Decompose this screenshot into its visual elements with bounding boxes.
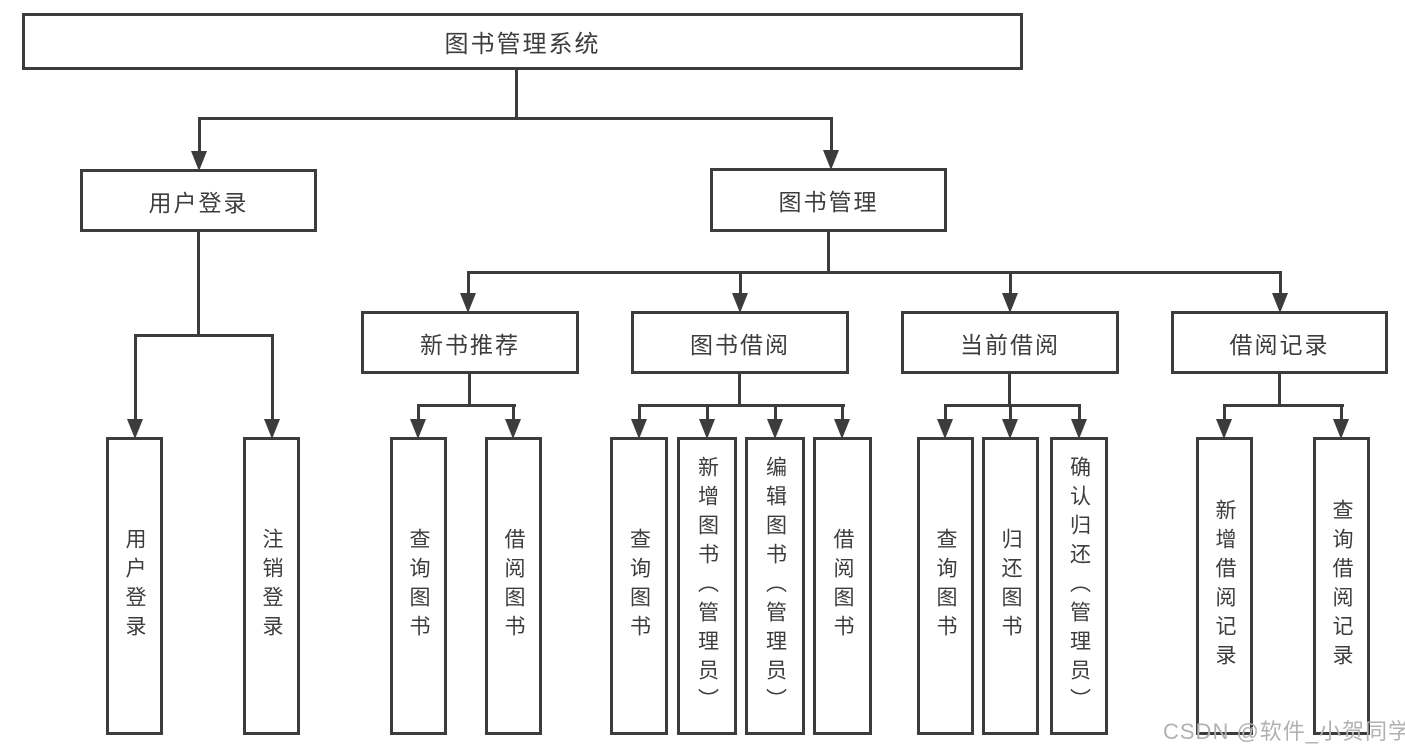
- connector-line: [1077, 404, 1081, 421]
- leaf-query-books-recommend: 查询图书: [390, 437, 447, 735]
- connector-line: [943, 404, 1081, 407]
- connector-line: [1222, 404, 1344, 407]
- leaf-label: 查询图书: [407, 528, 431, 644]
- arrow-down-icon: [834, 419, 850, 439]
- arrow-down-icon: [823, 150, 839, 170]
- leaf-label: 借阅图书: [831, 528, 855, 644]
- connector-line: [416, 404, 420, 421]
- connector-line: [466, 271, 470, 295]
- node-borrowing-records: 借阅记录: [1171, 311, 1388, 374]
- connector-line: [270, 334, 274, 421]
- node-current-borrowing: 当前借阅: [901, 311, 1119, 374]
- connector-line: [1278, 271, 1282, 295]
- node-label: 图书管理系统: [444, 31, 601, 58]
- arrow-down-icon: [699, 419, 715, 439]
- leaf-borrow-books-borrowing: 借阅图书: [813, 437, 872, 735]
- leaf-label: 编辑图书（管理员）: [763, 455, 787, 717]
- leaf-label: 用户登录: [123, 528, 147, 644]
- connector-line: [133, 334, 137, 421]
- node-library-management-system: 图书管理系统: [22, 13, 1023, 70]
- arrow-down-icon: [1216, 419, 1232, 439]
- connector-line: [773, 404, 777, 421]
- arrow-down-icon: [264, 419, 280, 439]
- node-user-login: 用户登录: [80, 169, 317, 232]
- connector-line: [1277, 372, 1281, 407]
- connector-line: [1222, 404, 1226, 421]
- connector-line: [467, 372, 471, 407]
- leaf-label: 借阅图书: [502, 528, 526, 644]
- connector-line: [705, 404, 709, 421]
- leaf-query-books-borrowing: 查询图书: [610, 437, 668, 735]
- node-label: 新书推荐: [420, 331, 520, 358]
- node-label: 图书借阅: [690, 331, 790, 358]
- connector-line: [196, 230, 200, 337]
- node-label: 当前借阅: [960, 331, 1060, 358]
- connector-line: [943, 404, 947, 421]
- connector-line: [1008, 404, 1012, 421]
- leaf-add-borrowing-record: 新增借阅记录: [1196, 437, 1253, 735]
- connector-line: [1007, 372, 1011, 407]
- leaf-label: 查询图书: [627, 528, 651, 644]
- connector-line: [840, 404, 844, 421]
- connector-line: [133, 334, 274, 337]
- node-label: 图书管理: [778, 189, 879, 215]
- arrow-down-icon: [1272, 293, 1288, 313]
- leaf-label: 确认归还（管理员）: [1067, 455, 1091, 717]
- leaf-label: 查询借阅记录: [1330, 499, 1354, 673]
- leaf-user-login: 用户登录: [106, 437, 163, 735]
- leaf-label: 新增借阅记录: [1213, 499, 1237, 673]
- leaf-label: 注销登录: [260, 528, 284, 644]
- connector-line: [1008, 271, 1012, 295]
- arrow-down-icon: [127, 419, 143, 439]
- leaf-edit-books-admin: 编辑图书（管理员）: [745, 437, 805, 735]
- connector-line: [637, 404, 845, 407]
- arrow-down-icon: [1071, 419, 1087, 439]
- leaf-add-books-admin: 新增图书（管理员）: [677, 437, 737, 735]
- leaf-confirm-return-admin: 确认归还（管理员）: [1050, 437, 1108, 735]
- connector-line: [466, 271, 1282, 274]
- leaf-return-books: 归还图书: [982, 437, 1039, 735]
- connector-line: [197, 117, 201, 153]
- arrow-down-icon: [767, 419, 783, 439]
- leaf-label: 归还图书: [999, 528, 1023, 644]
- connector-line: [416, 404, 516, 407]
- arrow-down-icon: [410, 419, 426, 439]
- leaf-label: 新增图书（管理员）: [695, 455, 719, 717]
- arrow-down-icon: [191, 151, 207, 171]
- node-new-book-recommend: 新书推荐: [361, 311, 579, 374]
- connector-line: [637, 404, 641, 421]
- csdn-watermark: CSDN @软件_小贺同学: [1163, 719, 1405, 744]
- node-label: 借阅记录: [1229, 331, 1330, 358]
- arrow-down-icon: [505, 419, 521, 439]
- connector-line: [1339, 404, 1343, 421]
- connector-line: [197, 117, 833, 120]
- connector-line: [826, 230, 830, 274]
- leaf-query-books-current: 查询图书: [917, 437, 974, 735]
- connector-line: [514, 68, 518, 120]
- arrow-down-icon: [732, 293, 748, 313]
- arrow-down-icon: [631, 419, 647, 439]
- arrow-down-icon: [1002, 293, 1018, 313]
- node-label: 用户登录: [148, 189, 249, 216]
- connector-line: [511, 404, 515, 421]
- arrow-down-icon: [1002, 419, 1018, 439]
- connector-line: [737, 372, 741, 407]
- node-book-borrowing: 图书借阅: [631, 311, 849, 374]
- arrow-down-icon: [1333, 419, 1349, 439]
- leaf-label: 查询图书: [934, 528, 958, 644]
- node-book-management: 图书管理: [710, 168, 947, 232]
- leaf-query-borrowing-record: 查询借阅记录: [1313, 437, 1370, 735]
- arrow-down-icon: [937, 419, 953, 439]
- arrow-down-icon: [460, 293, 476, 313]
- connector-line: [829, 117, 833, 152]
- leaf-borrow-books-recommend: 借阅图书: [485, 437, 542, 735]
- connector-line: [738, 271, 742, 295]
- leaf-logout: 注销登录: [243, 437, 300, 735]
